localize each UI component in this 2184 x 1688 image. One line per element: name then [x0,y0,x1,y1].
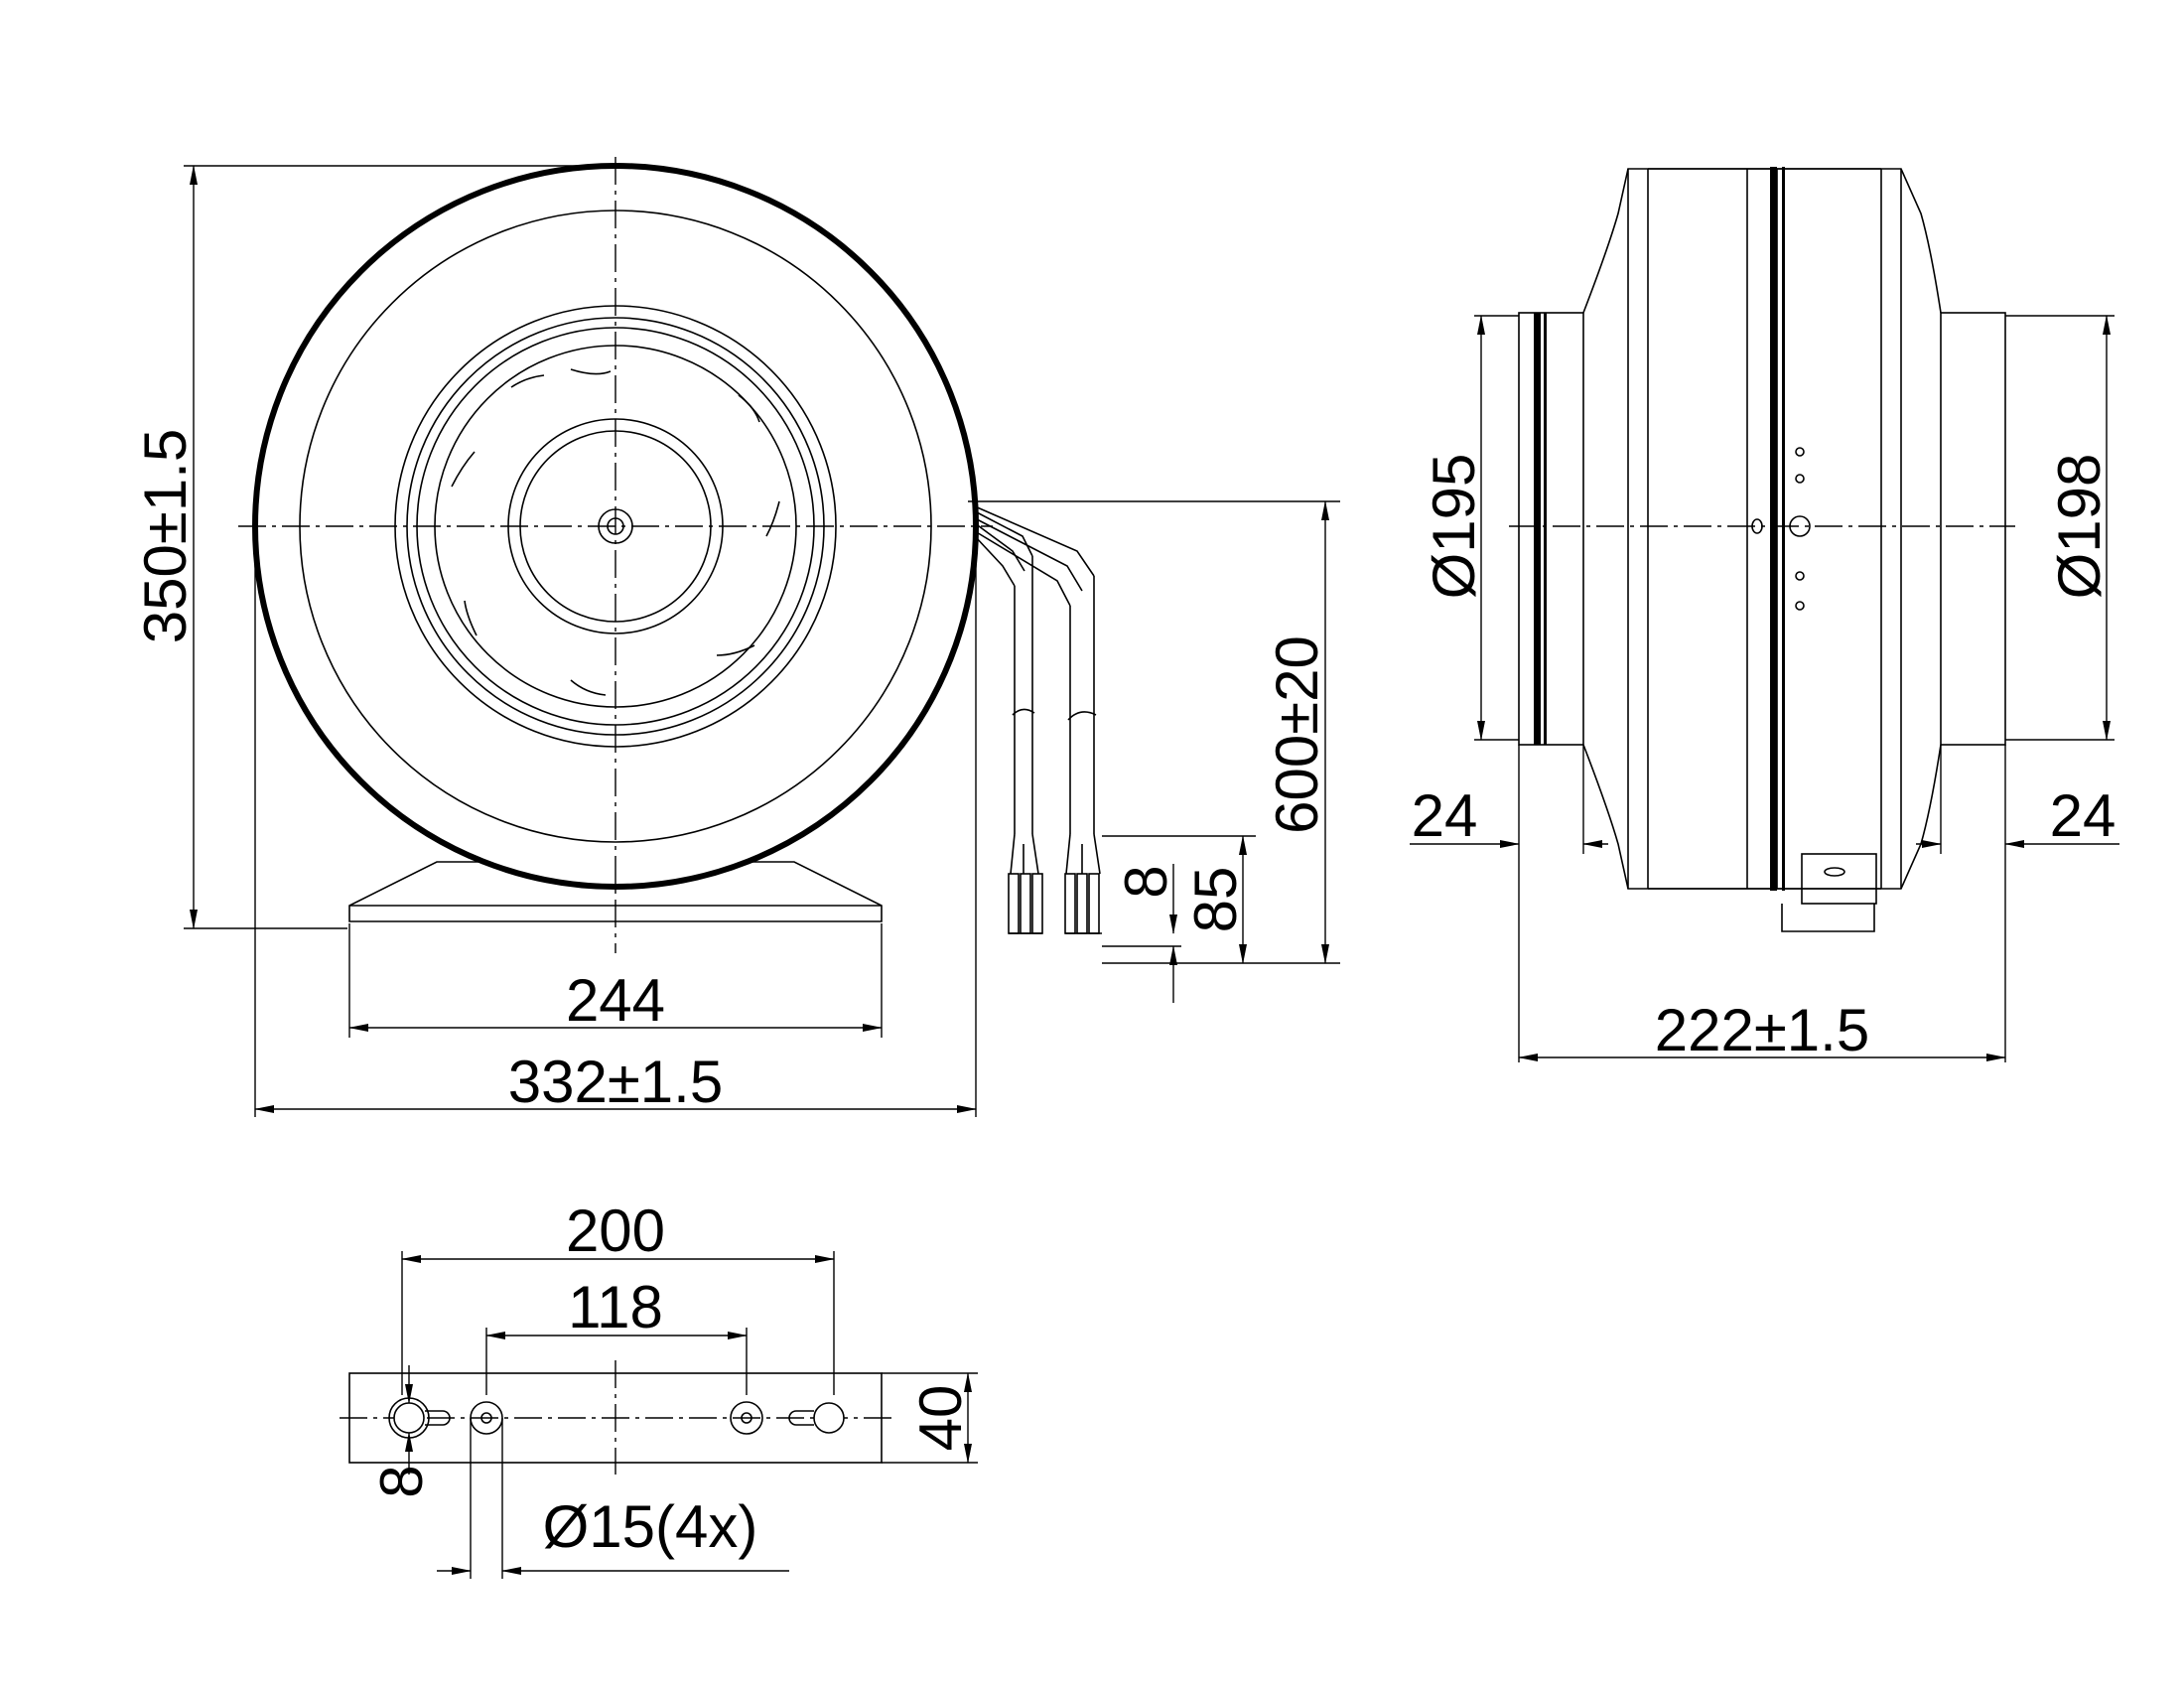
dim-outer-spacing: 200 [401,1197,835,1395]
dim-cable-length: 600±20 [1047,500,1340,964]
dim-outlet-spigot: 24 [1916,745,2119,1062]
plate-height-label: 40 [907,1385,974,1452]
base-width-label: 244 [566,967,665,1034]
dim-inlet-spigot: 24 [1410,745,1608,1062]
front-height-label: 350±1.5 [132,429,199,643]
screws [1751,447,1811,611]
side-view: Ø195 Ø198 24 24 222±1.5 [1410,167,2119,1063]
mounting-hole-right [730,1401,763,1435]
dim-base-width: 244 [348,923,883,1038]
dim-strip-length: 85 [1102,835,1256,964]
inner-spacing-label: 118 [568,1274,663,1340]
slot-width-label: 8 [368,1465,435,1497]
cable-length-label: 600±20 [1264,635,1330,834]
dim-plate-height: 40 [882,1372,978,1464]
dim-slot-width: 8 [368,1365,435,1498]
dim-hole-diameter: Ø15(4x) [437,1418,789,1579]
hole-diameter-label: Ø15(4x) [543,1493,758,1560]
side-length-label: 222±1.5 [1655,997,1869,1063]
outlet-spigot-label: 24 [2050,782,2116,849]
dim-length: 222±1.5 [1518,997,2006,1063]
dim-wire-strip: 8 [1113,864,1179,1003]
outlet-diameter-label: Ø198 [2046,454,2113,600]
dim-height: 350±1.5 [132,165,615,929]
mounting-plate-view: 200 118 40 8 Ø15(4x) [340,1197,978,1579]
wire-strip-label: 8 [1113,865,1179,898]
dim-outlet-diameter: Ø198 [2005,315,2115,741]
power-cables [968,500,1181,947]
dim-inner-spacing: 118 [485,1274,748,1395]
terminal-box [1781,853,1877,932]
front-view: 350±1.5 244 332±1.5 600±20 85 [132,157,1340,1117]
overall-width-label: 332±1.5 [508,1049,723,1115]
inlet-diameter-label: Ø195 [1421,454,1487,600]
dim-overall-width: 332±1.5 [254,526,977,1117]
front-centerlines [238,157,993,953]
fan-body-side [1518,167,2006,891]
strip-length-label: 85 [1182,867,1249,933]
keyhole-slot-right [788,1402,845,1434]
dim-inlet-diameter: Ø195 [1421,315,1519,741]
outer-spacing-label: 200 [566,1197,665,1264]
inlet-spigot-label: 24 [1412,782,1478,849]
